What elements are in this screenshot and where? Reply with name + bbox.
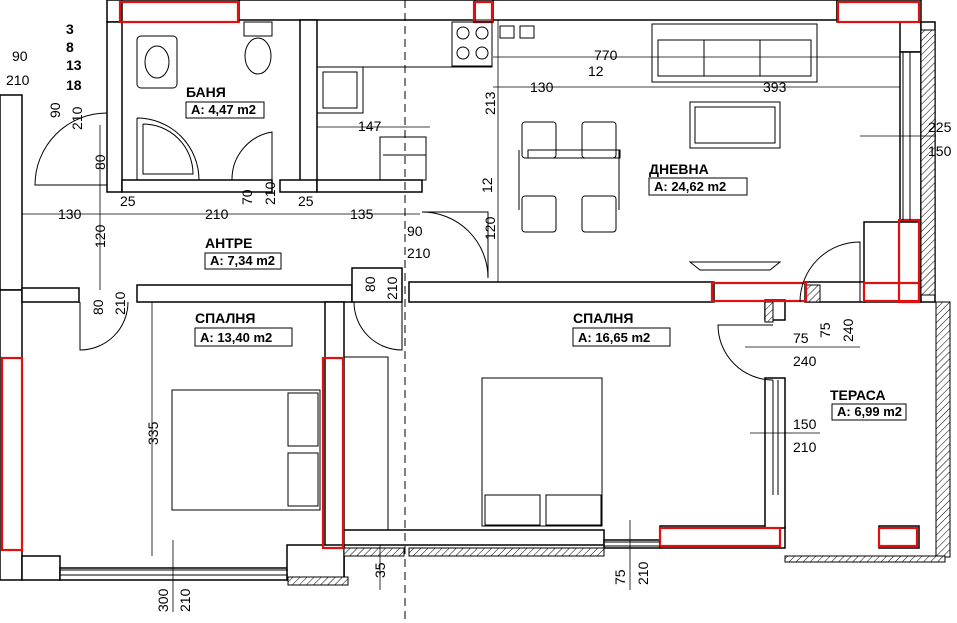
dimension-label: 210	[384, 276, 400, 300]
side-list-item: 13	[66, 57, 82, 73]
dimension-label: 35	[372, 562, 388, 578]
dimension-label: 150	[928, 143, 952, 159]
dimension-label: 210	[112, 291, 128, 315]
room-name-spalnya-left: СПАЛНЯ	[195, 310, 255, 326]
dimension-label: 90	[47, 102, 63, 118]
bed-right	[481, 377, 603, 527]
shower-tray	[136, 117, 200, 181]
toilet	[243, 21, 273, 37]
dimension-label: 135	[350, 206, 374, 222]
dimension-label: 130	[58, 206, 82, 222]
dimension-lines	[22, 20, 936, 612]
coffee-table	[689, 101, 781, 149]
dimension-label: 25	[298, 193, 314, 209]
tv-unit	[688, 261, 782, 271]
dimension-label: 210	[205, 206, 229, 222]
dimension-label: 12	[588, 63, 604, 79]
dimension-label: 80	[362, 276, 378, 292]
room-area-terasa: А: 6,99 m2	[837, 404, 902, 419]
stove	[451, 21, 493, 67]
dimension-label: 300	[155, 588, 171, 612]
dimension-label: 147	[358, 118, 382, 134]
dimension-label: 75	[817, 322, 833, 338]
dimension-label: 770	[594, 47, 618, 63]
dimension-label: 210	[407, 245, 431, 261]
side-list-item: 8	[66, 39, 74, 55]
doors	[34, 112, 861, 381]
dimension-label: 240	[840, 318, 856, 342]
dimension-label: 225	[928, 119, 952, 135]
dimension-label: 90	[12, 48, 28, 64]
room-area-antre: А: 7,34 m2	[210, 253, 275, 268]
hatched-strips	[287, 29, 951, 586]
dimension-label: 120	[482, 216, 498, 240]
dimension-label: 90	[407, 223, 423, 239]
room-area-spalnya-right: А: 16,65 m2	[578, 330, 650, 345]
dimension-label: 130	[530, 79, 554, 95]
dimension-label: 335	[145, 421, 161, 445]
dimension-label: 210	[177, 588, 193, 612]
side-list-item: 3	[66, 21, 74, 37]
red-highlights	[0, 0, 921, 552]
room-name-antre: АНТРЕ	[205, 235, 252, 251]
room-area-spalnya-left: А: 13,40 m2	[200, 330, 272, 345]
dimension-label: 75	[793, 330, 809, 346]
furniture	[136, 21, 818, 527]
room-area-banya: А: 4,47 m2	[191, 102, 256, 117]
room-area-dnevna: А: 24,62 m2	[654, 179, 726, 194]
dimension-label: 210	[262, 181, 278, 205]
sofa	[651, 23, 818, 83]
dimension-label: 12	[479, 177, 495, 193]
dimension-label: 120	[92, 224, 108, 248]
dimension-label: 25	[120, 193, 136, 209]
dimension-label: 210	[6, 72, 30, 88]
windows	[60, 52, 911, 576]
dimension-label: 80	[92, 154, 108, 170]
dimension-label: 150	[793, 416, 817, 432]
room-name-dnevna: ДНЕВНА	[649, 161, 709, 177]
washbasin	[136, 35, 178, 89]
room-name-spalnya-right: СПАЛНЯ	[573, 310, 633, 326]
dimension-label: 70	[239, 189, 255, 205]
dimension-label: 210	[635, 561, 651, 585]
dimension-label: 240	[793, 353, 817, 369]
dimension-label: 393	[763, 79, 787, 95]
room-name-terasa: ТЕРАСА	[830, 387, 886, 403]
room-name-banya: БАНЯ	[186, 84, 226, 100]
dining-table	[527, 149, 621, 159]
dimension-label: 80	[90, 299, 106, 315]
dimension-label: 210	[69, 106, 85, 130]
bed-left	[171, 389, 321, 511]
dimension-label: 75	[612, 569, 628, 585]
side-list-item: 18	[66, 77, 82, 93]
dimension-label: 210	[793, 439, 817, 455]
dimension-label: 213	[482, 91, 498, 115]
